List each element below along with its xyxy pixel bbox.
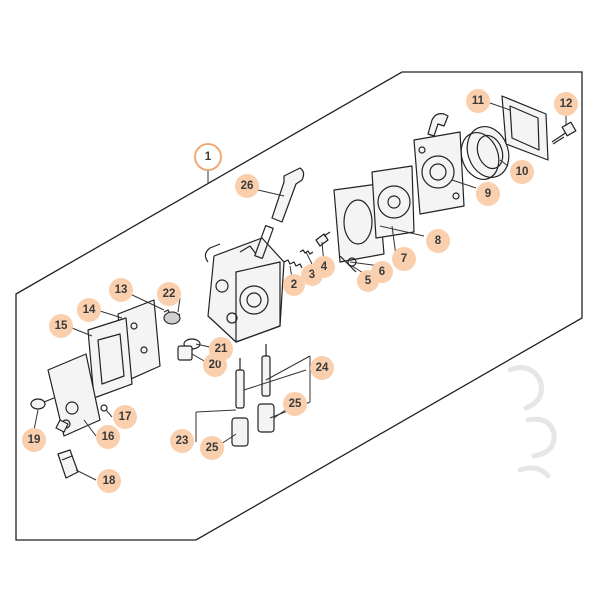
svg-text:22: 22 bbox=[163, 288, 176, 300]
svg-text:13: 13 bbox=[115, 284, 128, 296]
part-needles-24 bbox=[235, 344, 271, 409]
svg-text:19: 19 bbox=[28, 434, 41, 446]
callout-11: 11 bbox=[466, 89, 490, 113]
svg-text:25: 25 bbox=[289, 398, 302, 410]
callout-26: 26 bbox=[235, 174, 259, 198]
svg-text:26: 26 bbox=[241, 180, 254, 192]
svg-text:23: 23 bbox=[176, 435, 189, 447]
part-pump-ring-10 bbox=[460, 126, 510, 180]
svg-text:17: 17 bbox=[119, 411, 132, 423]
svg-text:11: 11 bbox=[472, 95, 485, 107]
part-caps-25 bbox=[231, 403, 275, 447]
callout-17: 17 bbox=[113, 405, 137, 429]
part-plug-18 bbox=[57, 449, 79, 479]
callout-22: 22 bbox=[157, 282, 181, 306]
part-spring-2 bbox=[283, 259, 303, 269]
callout-25b: 25 bbox=[200, 436, 224, 460]
part-gasket-15 bbox=[87, 317, 133, 399]
svg-text:5: 5 bbox=[365, 275, 372, 287]
svg-text:21: 21 bbox=[215, 343, 228, 355]
svg-text:1: 1 bbox=[205, 151, 212, 163]
callout-18: 18 bbox=[97, 469, 121, 493]
callout-21: 21 bbox=[209, 337, 233, 361]
part-gasket-8 bbox=[333, 183, 385, 263]
svg-text:10: 10 bbox=[516, 166, 529, 178]
callout-25a: 25 bbox=[283, 392, 307, 416]
svg-text:25: 25 bbox=[206, 442, 219, 454]
svg-text:16: 16 bbox=[102, 431, 115, 443]
callout-16: 16 bbox=[96, 425, 120, 449]
part-screw-12 bbox=[551, 121, 577, 145]
watermark bbox=[507, 365, 557, 479]
part-pump-cover-9 bbox=[413, 113, 465, 215]
svg-text:3: 3 bbox=[309, 269, 315, 281]
svg-text:15: 15 bbox=[55, 320, 68, 332]
part-screw-19 bbox=[30, 397, 55, 410]
part-gasket-11 bbox=[501, 95, 549, 161]
svg-text:7: 7 bbox=[401, 253, 407, 265]
callout-7: 7 bbox=[392, 247, 416, 271]
part-screen-22 bbox=[163, 311, 181, 325]
svg-text:20: 20 bbox=[209, 359, 222, 371]
callout-12: 12 bbox=[554, 92, 578, 116]
svg-text:8: 8 bbox=[435, 235, 442, 247]
svg-text:18: 18 bbox=[103, 475, 116, 487]
svg-text:14: 14 bbox=[83, 304, 96, 316]
callout-4: 4 bbox=[313, 256, 335, 278]
callout-19: 19 bbox=[22, 428, 46, 452]
callout-23: 23 bbox=[170, 429, 194, 453]
svg-text:2: 2 bbox=[291, 279, 297, 291]
svg-text:4: 4 bbox=[321, 261, 328, 273]
callout-9: 9 bbox=[476, 182, 500, 206]
callout-14: 14 bbox=[77, 298, 101, 322]
callout-6: 6 bbox=[371, 261, 393, 283]
part-fitting-20 bbox=[177, 345, 193, 361]
svg-text:9: 9 bbox=[485, 188, 491, 200]
callout-24: 24 bbox=[310, 356, 334, 380]
callouts: 1 2 3 4 5 6 7 8 bbox=[22, 89, 578, 493]
callout-15: 15 bbox=[49, 314, 73, 338]
assembly-frame bbox=[15, 71, 583, 541]
svg-text:6: 6 bbox=[379, 266, 385, 278]
part-shaft-26 bbox=[271, 167, 305, 223]
svg-text:24: 24 bbox=[316, 362, 329, 374]
part-screw-4 bbox=[315, 231, 331, 247]
part-ball-17 bbox=[100, 404, 108, 412]
callout-1: 1 bbox=[194, 143, 222, 171]
callout-8: 8 bbox=[426, 229, 450, 253]
part-carburetor-body-1 bbox=[204, 224, 285, 343]
part-cover-16 bbox=[47, 353, 101, 437]
callout-2: 2 bbox=[283, 274, 305, 296]
part-diaphragm-7 bbox=[371, 165, 415, 239]
callout-13: 13 bbox=[109, 278, 133, 302]
svg-text:12: 12 bbox=[560, 98, 573, 110]
callout-10: 10 bbox=[510, 160, 534, 184]
